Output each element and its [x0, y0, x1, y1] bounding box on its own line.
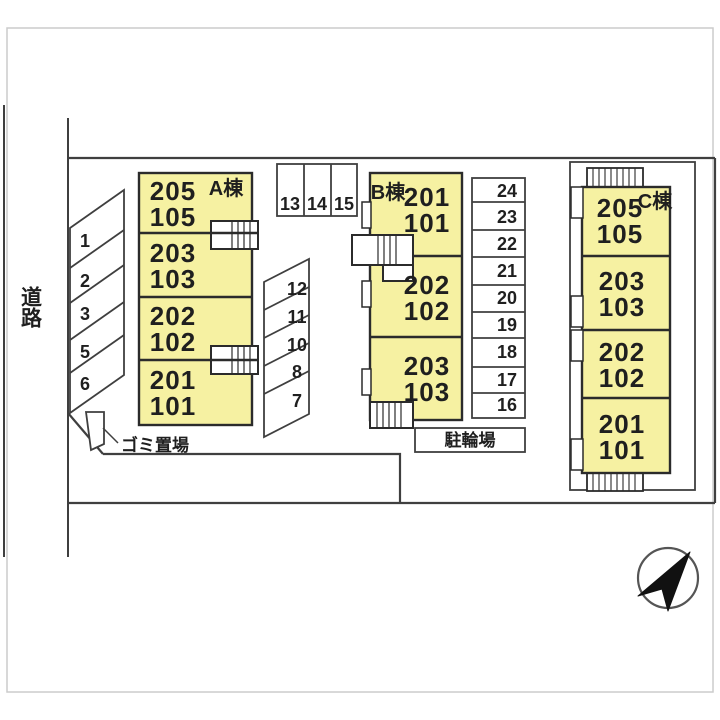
parking-space-label: 8	[292, 362, 302, 382]
unit-label: 101	[599, 435, 645, 465]
parking-space-label: 3	[80, 304, 90, 324]
parking-space-label: 23	[497, 207, 517, 227]
parking-space-label: 5	[80, 342, 90, 362]
porch	[361, 280, 372, 308]
building-b-label: B棟	[371, 180, 406, 204]
stairs-icon	[351, 234, 414, 282]
stairs-icon	[369, 401, 414, 429]
parking-space-label: 1	[80, 231, 90, 251]
road-label: 道路	[19, 285, 43, 329]
unit-label: 203	[150, 238, 196, 268]
site-boundary	[67, 156, 717, 505]
parking-middle-area	[263, 257, 310, 439]
parking-space-label: 21	[497, 261, 517, 281]
building-a: A棟 205 105 203 103 202 102 201 101	[137, 171, 259, 427]
building-c-label: C棟	[638, 189, 673, 213]
parking-space-label: 20	[497, 288, 517, 308]
compass-icon	[636, 546, 700, 612]
parking-top-area	[276, 163, 358, 217]
parking-right-area	[471, 177, 526, 419]
stairs-icon	[586, 472, 644, 492]
parking-space-label: 17	[497, 370, 517, 390]
unit-label: 103	[404, 377, 450, 407]
parking-left-area	[69, 188, 125, 415]
parking-space-label: 22	[497, 234, 517, 254]
parking-space-label: 14	[307, 194, 327, 214]
bicycle-parking: 駐輪場	[414, 427, 526, 453]
parking-space-label: 18	[497, 342, 517, 362]
unit-label: 201	[404, 182, 450, 212]
parking-divider	[263, 286, 310, 311]
parking-right-outline	[471, 177, 526, 419]
parking-divider	[69, 229, 125, 269]
building-b-outline	[368, 171, 464, 422]
parking-space-label: 12	[287, 279, 307, 299]
porch	[570, 186, 584, 219]
stairs-icon	[586, 167, 644, 188]
building-a-outline	[137, 171, 254, 427]
unit-label: 105	[150, 202, 196, 232]
stairs-icon	[210, 220, 259, 250]
unit-label: 103	[150, 264, 196, 294]
parking-space-label: 13	[280, 194, 300, 214]
parking-divider	[263, 314, 310, 339]
photo-frame	[6, 27, 714, 693]
unit-label: 102	[150, 327, 196, 357]
unit-label: 103	[599, 292, 645, 322]
unit-label: 203	[404, 351, 450, 381]
parking-left-outline	[69, 188, 125, 415]
parking-top-outline	[276, 163, 358, 217]
unit-label: 202	[150, 301, 196, 331]
porch	[361, 201, 372, 229]
garbage-pointer-line	[102, 427, 119, 444]
parking-space-label: 16	[497, 395, 517, 415]
unit-label: 101	[150, 391, 196, 421]
parking-space-label: 10	[287, 335, 307, 355]
parking-space-label: 19	[497, 315, 517, 335]
parking-divider	[263, 342, 310, 367]
building-c: C棟 205 105 203 103 202 102 201 101	[569, 161, 696, 492]
parking-space-label: 6	[80, 374, 90, 394]
parking-middle-outline	[263, 257, 310, 439]
unit-label: 201	[599, 409, 645, 439]
unit-label: 102	[599, 363, 645, 393]
porch	[361, 368, 372, 396]
parking-divider	[69, 301, 125, 341]
unit-label: 105	[597, 219, 643, 249]
porch	[570, 329, 584, 362]
driveway-step-line	[103, 452, 402, 503]
porch	[570, 438, 584, 471]
road	[3, 105, 69, 557]
parking-space-label: 11	[287, 307, 306, 327]
parking-divider	[69, 334, 125, 374]
porch	[570, 295, 584, 328]
unit-label: 205	[597, 193, 643, 223]
garbage-label: ゴミ置場	[121, 435, 189, 455]
parking-space-label: 7	[292, 391, 302, 411]
unit-label: 201	[150, 365, 196, 395]
unit-label: 202	[599, 337, 645, 367]
parking-divider	[69, 264, 125, 304]
unit-label: 202	[404, 270, 450, 300]
building-a-label: A棟	[209, 176, 244, 200]
parking-divider	[263, 370, 310, 395]
building-b: B棟 201 101 202 102 203 103	[351, 171, 464, 429]
unit-label: 203	[599, 266, 645, 296]
unit-label: 102	[404, 296, 450, 326]
garbage-area: ゴミ置場	[84, 411, 189, 455]
unit-label: 205	[150, 176, 196, 206]
unit-label: 101	[404, 208, 450, 238]
parking-space-label: 2	[80, 271, 90, 291]
parking-space-label: 15	[334, 194, 354, 214]
bicycle-parking-label: 駐輪場	[445, 430, 496, 450]
parking-space-label: 24	[497, 181, 517, 201]
